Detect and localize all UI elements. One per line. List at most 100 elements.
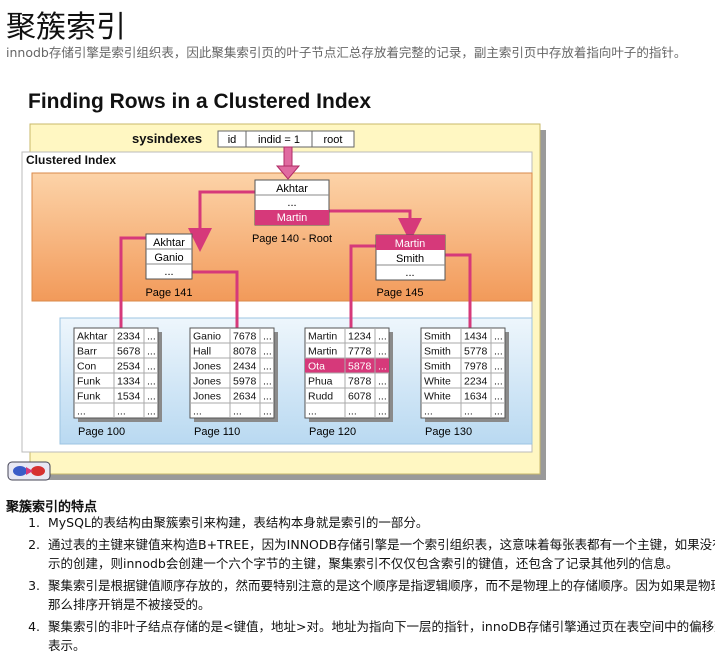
leaf-cell: 1534	[117, 391, 141, 403]
page141-row-1: Ganio	[154, 252, 183, 264]
leaf-caption: Page 130	[425, 426, 472, 438]
leaf-cell: 7678	[233, 331, 257, 343]
leaf-cell: ...	[233, 406, 242, 418]
leaf-cell: ...	[147, 406, 156, 418]
leaf-cell: ...	[147, 331, 156, 343]
leaf-cell: 2534	[117, 361, 141, 373]
leaf-cell: 1234	[348, 331, 372, 343]
leaf-cell: Jones	[193, 361, 221, 373]
root-page: Akhtar ... Martin Page 140 - Root	[252, 179, 332, 245]
leaf-cell: ...	[378, 391, 387, 403]
leaf-cell: Rudd	[308, 391, 333, 403]
sysindexes-col-root: root	[324, 134, 343, 146]
leaf-cell: ...	[193, 406, 202, 418]
leaf-cell: Hall	[193, 346, 211, 358]
page141-row-2: ...	[164, 266, 173, 278]
leaf-cell: 1334	[117, 376, 141, 388]
leaf-cell: ...	[147, 391, 156, 403]
leaf-cell: 2334	[117, 331, 141, 343]
leaf-cell: 2234	[464, 376, 488, 388]
leaf-page-2: Ganio 7678... Hall 8078... Jones 2434... Jones…	[189, 327, 278, 438]
leaf-caption: Page 110	[194, 426, 240, 438]
leaf-cell: 7778	[348, 346, 372, 358]
leaf-cell: ...	[378, 361, 387, 373]
leaf-cell: ...	[117, 406, 126, 418]
leaf-cell: Smith	[424, 361, 451, 373]
leaf-cell: Akhtar	[77, 331, 108, 343]
intro-paragraph: innodb存储引擎是索引组织表，因此聚集索引页的叶子节点汇总存放着完整的记录，…	[6, 45, 687, 60]
feature-item-3: 聚集索引是根据键值顺序存放的，然而要特别注意的是这个顺序是指逻辑顺序，而不是物理…	[44, 576, 715, 614]
leaf-cell: ...	[378, 376, 387, 388]
leaf-cell: ...	[494, 346, 503, 358]
leaf-cell: 7878	[348, 376, 372, 388]
leaf-cell: 5978	[233, 376, 257, 388]
page141-caption: Page 141	[145, 287, 192, 299]
leaf-pages: Akhtar 2334... Barr 5678... Con 2534... Funk 13…	[73, 327, 509, 438]
leaf-cell: 2634	[233, 391, 257, 403]
page145-row-0: Martin	[395, 238, 426, 250]
leaf-cell: ...	[494, 406, 503, 418]
leaf-cell: Jones	[193, 376, 221, 388]
leaf-cell: Ganio	[193, 331, 221, 343]
sysindexes-label: sysindexes	[132, 131, 202, 146]
leaf-cell: Funk	[77, 376, 101, 388]
leaf-cell: ...	[263, 331, 272, 343]
leaf-cell: ...	[263, 406, 272, 418]
root-row-1: ...	[287, 197, 296, 209]
leaf-cell: Phua	[308, 376, 333, 388]
page-141: Akhtar Ganio ... Page 141	[145, 233, 193, 299]
leaf-cell: ...	[263, 346, 272, 358]
leaf-cell: Funk	[77, 391, 101, 403]
features-list: MySQL的表结构由聚簇索引来构建，表结构本身就是索引的一部分。 通过表的主键来…	[6, 513, 715, 658]
clustered-index-diagram: Finding Rows in a Clustered Index sysind…	[0, 80, 560, 490]
slide-nav-widget[interactable]	[7, 461, 51, 481]
feature-item-4: 聚集索引的非叶子结点存储的是<键值，地址>对。地址为指向下一层的指针，innoD…	[44, 617, 715, 655]
leaf-cell: ...	[147, 376, 156, 388]
leaf-cell: 5878	[348, 361, 372, 373]
page-145: Martin Smith ... Page 145	[375, 234, 446, 299]
clustered-index-label: Clustered Index	[26, 153, 116, 167]
diagram-heading: Finding Rows in a Clustered Index	[28, 90, 371, 113]
leaf-cell: ...	[378, 331, 387, 343]
feature-item-2: 通过表的主键来键值来构造B+TREE，因为INNODB存储引擎是一个索引组织表，…	[44, 535, 715, 573]
arrow-root-to-141	[188, 190, 255, 252]
arrow-141-to-110	[192, 270, 239, 328]
page145-caption: Page 145	[376, 287, 423, 299]
arrow-root-to-145	[329, 209, 422, 242]
root-row-2: Martin	[277, 212, 308, 224]
leaf-cell: ...	[263, 361, 272, 373]
leaf-cell: ...	[494, 376, 503, 388]
page-title: 聚簇索引	[6, 10, 126, 45]
leaf-cell: Barr	[77, 346, 97, 358]
leaf-cell: ...	[308, 406, 317, 418]
leaf-cell: 8078	[233, 346, 257, 358]
sysindexes-col-id: id	[228, 134, 237, 146]
page145-row-1: Smith	[396, 253, 424, 265]
leaf-cell: ...	[494, 331, 503, 343]
leaf-cell: 6078	[348, 391, 372, 403]
leaf-cell: 2434	[233, 361, 257, 373]
leaf-cell: Jones	[193, 391, 221, 403]
leaf-cell: 1634	[464, 391, 488, 403]
leaf-cell: Smith	[424, 346, 451, 358]
leaf-cell: 5678	[117, 346, 141, 358]
leaf-cell: 1434	[464, 331, 488, 343]
leaf-cell: ...	[263, 376, 272, 388]
leaf-page-1: Akhtar 2334... Barr 5678... Con 2534... Funk 13…	[73, 327, 162, 438]
leaf-cell: 7978	[464, 361, 488, 373]
leaf-cell: ...	[348, 406, 357, 418]
root-row-0: Akhtar	[276, 183, 308, 195]
page141-row-0: Akhtar	[153, 237, 185, 249]
arrow-sysindexes-to-root	[275, 165, 301, 180]
leaf-cell: ...	[77, 406, 86, 418]
leaf-cell: ...	[494, 391, 503, 403]
leaf-cell: White	[424, 391, 451, 403]
root-caption: Page 140 - Root	[252, 233, 332, 245]
leaf-cell: ...	[424, 406, 433, 418]
leaf-cell: White	[424, 376, 451, 388]
leaf-cell: Con	[77, 361, 96, 373]
leaf-cell: Martin	[308, 331, 337, 343]
diagram-canvas: Finding Rows in a Clustered Index sysind…	[7, 90, 546, 481]
